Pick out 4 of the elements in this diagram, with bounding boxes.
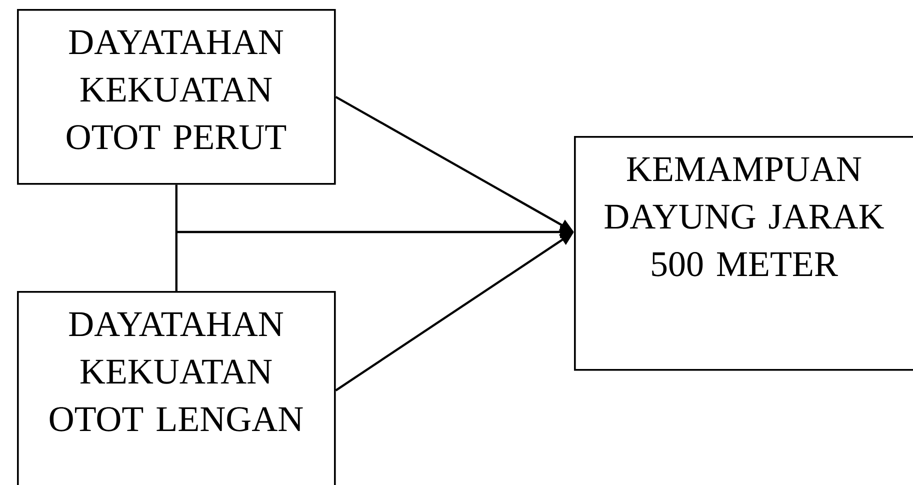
variable-box: KEMAMPUAN DAYUNG JARAK 500 METER	[574, 136, 913, 371]
variable-box: DAYATAHAN KEKUATAN OTOT PERUT	[17, 9, 336, 185]
variable-box: DAYATAHAN KEKUATAN OTOT LENGAN	[17, 291, 336, 485]
connector-line	[175, 184, 178, 291]
